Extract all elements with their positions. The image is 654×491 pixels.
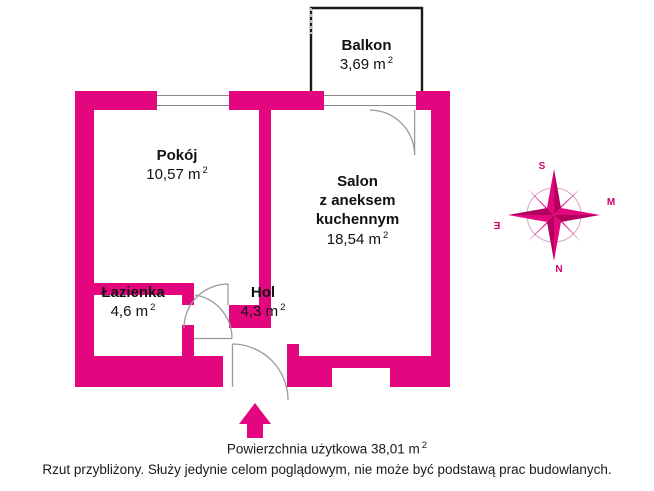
wall-top-left <box>75 91 157 110</box>
window-salon-balcony-door <box>324 91 416 110</box>
wall-door-jamb-pokoj-hol-b <box>182 325 194 340</box>
door-arc-entrance <box>232 343 289 401</box>
wall-bottom-right-foot <box>390 368 450 387</box>
windows-group <box>157 91 416 110</box>
door-arc-balcony <box>369 109 416 156</box>
wall-bottom-entrance-jamb-left <box>211 356 223 387</box>
wall-interior-lazienka-top <box>182 283 194 295</box>
balcony-outline <box>309 6 424 94</box>
wall-bottom-pier-left <box>128 368 223 387</box>
doors-group <box>183 109 416 401</box>
wall-interior-vertical-lazienka <box>182 340 194 368</box>
compass-label-bottom: N <box>555 264 562 275</box>
door-arc-pokoj <box>183 283 229 329</box>
wall-left-exterior <box>75 91 94 387</box>
disclaimer-caption: Rzut przybliżony. Służy jedynie celom po… <box>42 462 612 477</box>
door-arc-lazienka <box>194 294 233 339</box>
wall-pier-hol-corner <box>229 305 259 328</box>
window-pokoj <box>157 91 229 110</box>
compass-label-left: Ǝ <box>494 221 501 232</box>
compass-rose: S M Ǝ N <box>494 161 616 275</box>
total-area-text: Powierzchnia użytkowa 38,01 m <box>226 441 420 457</box>
wall-top-middle <box>229 91 324 110</box>
compass-label-right: M <box>607 197 615 208</box>
compass-label-top: S <box>539 161 546 172</box>
wall-bottom-left-run <box>94 356 223 368</box>
total-area-sup: 2 <box>421 440 428 451</box>
wall-right-exterior <box>431 91 450 387</box>
entrance-arrow <box>239 403 271 438</box>
wall-interior-vertical-main <box>259 91 271 328</box>
wall-bottom-left-corner <box>75 368 94 387</box>
wall-interior-horizontal-upper <box>84 283 194 295</box>
wall-bottom-right-run <box>287 356 432 368</box>
wall-interior-horizontal-upper-left <box>75 283 94 295</box>
walls-group <box>75 91 450 387</box>
